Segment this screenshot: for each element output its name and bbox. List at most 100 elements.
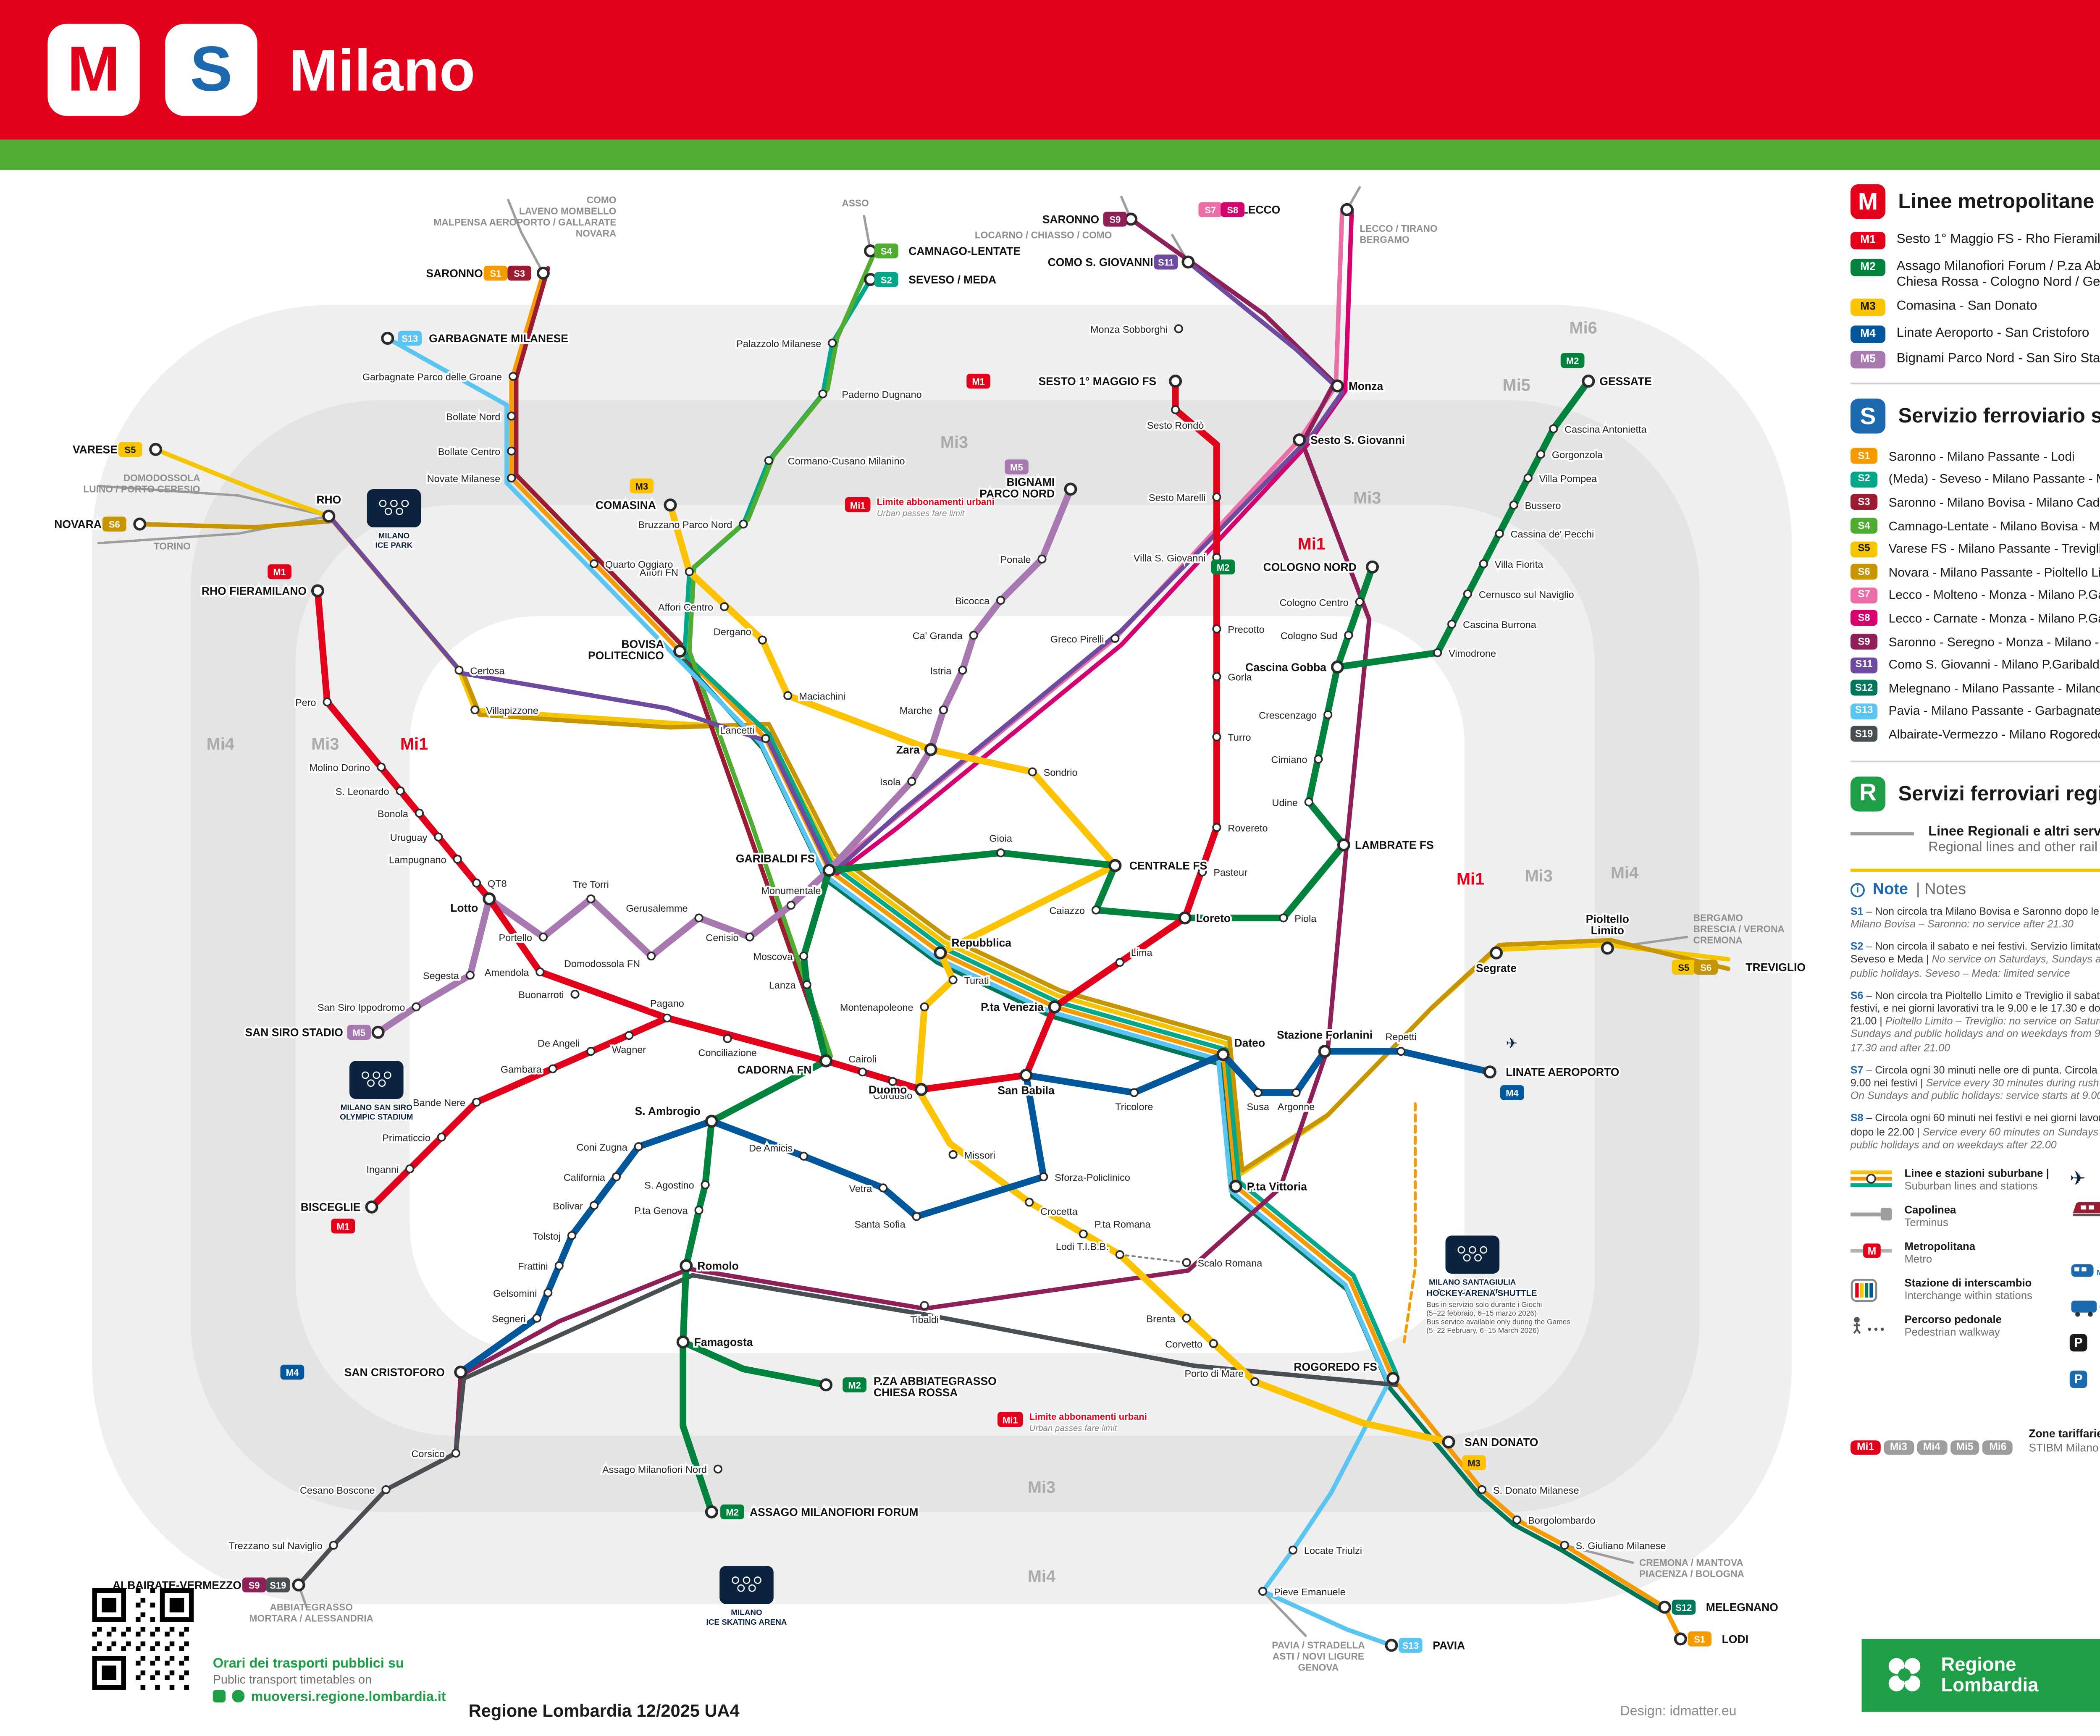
station-label: P.ta Vittoria: [1247, 1180, 1307, 1193]
service-note: S6 – Non circola tra Pioltello Limito e …: [1850, 990, 2100, 1054]
station-marker: [701, 1180, 710, 1189]
station-marker: [920, 1002, 929, 1012]
station-marker: [664, 498, 677, 512]
line-reg-domodossola: [97, 485, 330, 517]
station-marker: [1250, 1377, 1260, 1386]
timetable-link[interactable]: muoversi.regione.lombardia.it: [251, 1688, 446, 1704]
station-label: Sesto Rondò: [1147, 420, 1204, 431]
station-label: Lampugnano: [389, 854, 446, 865]
suburban-s-icon: S: [1850, 399, 1886, 434]
station-marker: [864, 244, 877, 258]
station-marker: [1433, 648, 1442, 657]
station-marker: [1181, 255, 1195, 269]
station-label: Frattini: [518, 1261, 548, 1272]
metro-line-badge: M3: [1850, 298, 1886, 316]
station-label: COLOGNO NORD: [1263, 561, 1357, 574]
suburban-line-route: Saronno - Milano Passante - Lodi: [1888, 449, 2075, 464]
svg-text:S1: S1: [490, 268, 501, 279]
station-label: LODI: [1722, 1633, 1748, 1645]
divider: [1850, 760, 2100, 762]
svg-text:S1: S1: [1694, 1634, 1705, 1645]
svg-text:M4: M4: [286, 1367, 299, 1378]
legend-sidebar: M Linee metropolitane | Metro lines M1Se…: [1850, 184, 2100, 1458]
station-marker: [1064, 483, 1077, 496]
station-marker: [1447, 619, 1457, 629]
regional-section: R Servizi ferroviari regionali | Regiona…: [1850, 776, 2100, 854]
suburban-line-route: Melegnano - Milano Passante - Milano Bov…: [1888, 681, 2100, 695]
line-badge: [874, 272, 898, 287]
suburban-line-route: Pavia - Milano Passante - Garbagnate Mil…: [1888, 704, 2100, 719]
station-label: Ca' Granda: [913, 630, 963, 641]
station-marker: [1171, 405, 1180, 414]
suburban-line-badge: S1: [1850, 448, 1878, 464]
regional-body-it: Linee Regionali e altri servizi ferrovia…: [1928, 822, 2100, 838]
station-label: S. Donato Milanese: [1493, 1485, 1579, 1496]
suburban-line-route: Saronno - Milano Bovisa - Milano Cadorna: [1888, 495, 2100, 510]
station-marker: [802, 980, 811, 989]
station-marker: [508, 372, 518, 381]
station-marker: [1331, 379, 1344, 393]
station-marker: [381, 1485, 391, 1495]
svg-text:M3: M3: [635, 481, 648, 492]
station-label: Paderno Dugnano: [842, 389, 921, 400]
info-icon: i: [1850, 882, 1865, 897]
station-label: SEVESO / MEDA: [908, 273, 996, 286]
station-label: GESSATE: [1599, 375, 1652, 388]
station-marker: [1509, 501, 1518, 510]
line-S4: [687, 249, 878, 1059]
line-M1-main: [314, 378, 1220, 1093]
station-label: Gorgonzola: [1552, 449, 1603, 460]
station-label: Tibaldi: [910, 1314, 939, 1325]
interchange-icon: [1851, 1279, 1877, 1302]
station-marker: [507, 412, 516, 421]
station-label: Montenapoleone: [840, 1002, 914, 1013]
station-label: Pieve Emanuele: [1274, 1587, 1346, 1597]
station-marker: [1549, 424, 1558, 433]
station-marker: [914, 1083, 928, 1096]
fare-zone-badge: Mi6: [1983, 1440, 2013, 1455]
line-badge: [1398, 1638, 1423, 1653]
station-marker: [570, 989, 580, 999]
station-marker: [662, 1013, 672, 1023]
station-marker: [1258, 1587, 1268, 1596]
station-marker: [1209, 1339, 1218, 1348]
station-marker: [1182, 1314, 1191, 1323]
station-label: Romolo: [697, 1260, 739, 1272]
line-M2-abbiategrasso: [680, 1338, 830, 1388]
station-label: Turati: [964, 975, 989, 986]
station-label: Gerusalemme: [626, 903, 688, 914]
edition-label: Regione Lombardia 12/2025 UA4: [468, 1702, 740, 1722]
line-badge: [347, 1025, 371, 1040]
regional-section-header: R Servizi ferroviari regionali | Regiona…: [1850, 776, 2100, 811]
metro-line-route: Bignami Parco Nord - San Siro Stadio: [1896, 349, 2100, 365]
station-label: Coni Zugna: [577, 1142, 628, 1153]
svg-text:S13: S13: [1402, 1641, 1419, 1651]
station-marker: [1293, 433, 1306, 447]
station-marker: [586, 1047, 596, 1056]
station-marker: [507, 473, 516, 483]
station-marker: [415, 808, 424, 818]
station-label: GARBAGNATE MILANESE: [429, 332, 568, 345]
station-marker: [1048, 1000, 1061, 1014]
station-marker: [924, 743, 937, 756]
station-label: Tolstoj: [533, 1231, 561, 1242]
station-marker: [1477, 1485, 1487, 1495]
timetable-en: Public transport timetables on: [213, 1672, 372, 1687]
metro-line-badge: M2: [1850, 258, 1886, 276]
station-label: Segesta: [423, 970, 459, 981]
station-marker: [292, 1578, 305, 1592]
station-label: Dergano: [714, 627, 751, 637]
suburban-s-logo: S: [165, 24, 257, 116]
station-marker: [1288, 1545, 1298, 1555]
station-marker: [1198, 867, 1207, 876]
line-badge: [1211, 559, 1235, 574]
station-marker: [879, 1183, 888, 1193]
metro-m-icon: M: [1850, 184, 1886, 219]
